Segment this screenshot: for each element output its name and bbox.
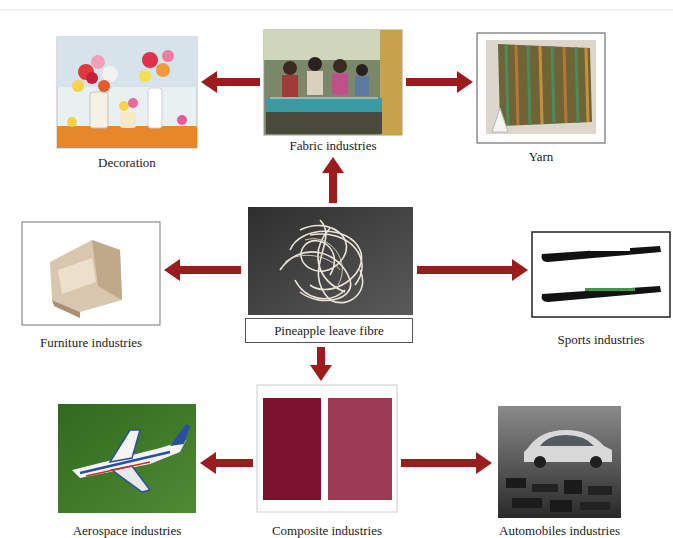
aircraft-photo <box>58 404 196 513</box>
top-rule <box>0 10 673 11</box>
image-node: Aerospace industries <box>58 404 196 538</box>
caption: Decoration <box>57 155 197 170</box>
image-node: Furniture industries <box>22 222 160 350</box>
arrow-shaft <box>417 266 513 274</box>
arrow-head <box>457 71 473 93</box>
caption: Automobiles industries <box>496 523 623 538</box>
caption: Sports industries <box>532 332 670 347</box>
arrow-head <box>310 365 332 381</box>
arrow-shaft <box>317 347 325 366</box>
arrow-head <box>200 452 216 474</box>
block-arrow <box>201 71 260 93</box>
arrow-head <box>201 71 217 93</box>
arrow-shaft <box>216 78 260 86</box>
caption: Fabric industries <box>264 138 402 153</box>
block-arrow <box>310 347 332 381</box>
image-node: Decoration <box>57 37 197 170</box>
image-node: Sports industries <box>532 232 670 347</box>
arrow-shaft <box>179 266 241 274</box>
image-node: Pineapple leave fibre <box>245 207 413 343</box>
block-arrow <box>401 452 492 474</box>
image-node: Fabric industries <box>264 30 402 153</box>
decoration-photo <box>57 37 197 148</box>
chair-photo <box>22 222 160 325</box>
arrow-shaft <box>401 459 477 467</box>
hockey-stick-photo <box>532 232 670 317</box>
caption: Yarn <box>477 149 605 164</box>
composite-photo <box>257 385 397 512</box>
fibre-photo <box>248 207 413 315</box>
yarn-photo <box>477 33 605 143</box>
weaving-photo <box>264 30 402 135</box>
block-arrow <box>417 259 528 281</box>
caption: Furniture industries <box>22 335 160 350</box>
image-node: Composite industries <box>257 385 397 538</box>
arrow-shaft <box>406 78 458 86</box>
block-arrow <box>322 157 344 203</box>
caption: Composite industries <box>257 523 397 538</box>
arrow-shaft <box>329 172 337 203</box>
block-arrow <box>164 259 241 281</box>
arrow-head <box>476 452 492 474</box>
image-node: Automobiles industries <box>496 406 623 538</box>
caption: Aerospace industries <box>58 523 196 538</box>
arrow-shaft <box>215 459 253 467</box>
arrow-head <box>512 259 528 281</box>
block-arrow <box>200 452 253 474</box>
block-arrow <box>406 71 473 93</box>
car-photo <box>498 406 621 518</box>
arrow-head <box>322 157 344 173</box>
arrow-head <box>164 259 180 281</box>
label-box: Pineapple leave fibre <box>245 318 413 343</box>
image-node: Yarn <box>477 33 605 164</box>
